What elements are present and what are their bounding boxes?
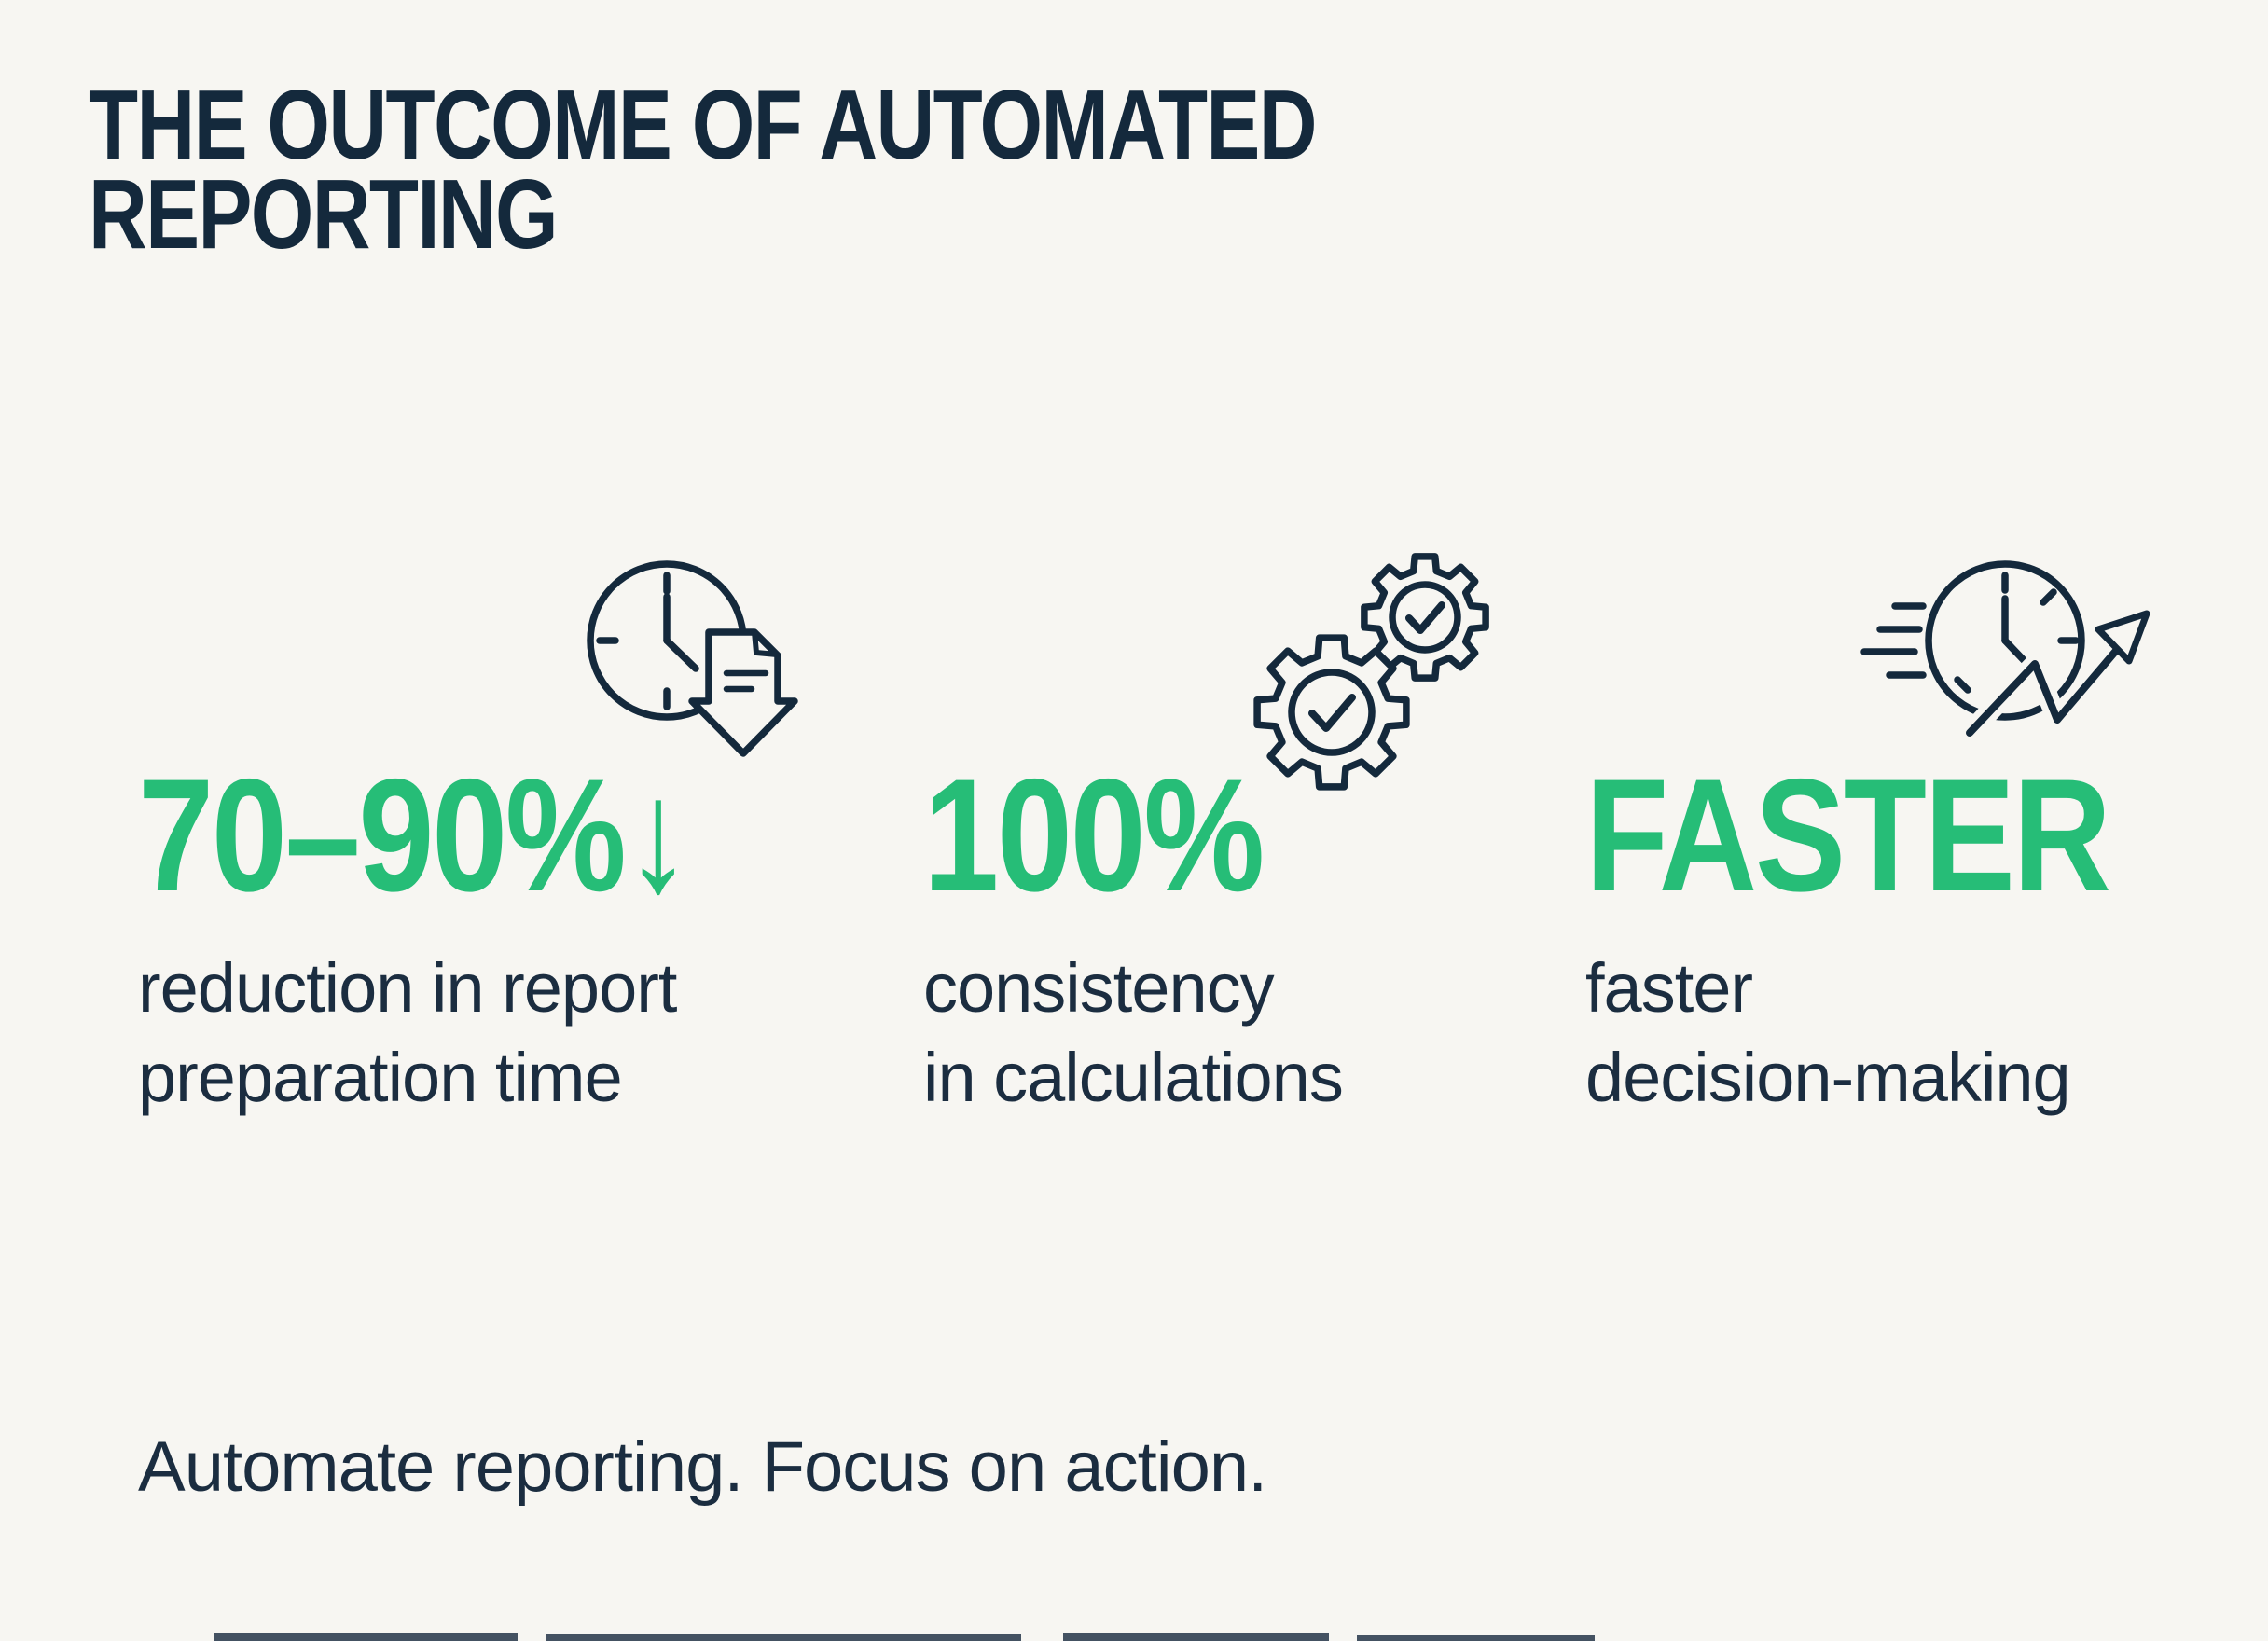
clock-face — [1925, 560, 2085, 721]
clock-document-down-arrow-icon — [587, 560, 798, 757]
checkmark — [1308, 694, 1356, 732]
cropped-content-segment — [1357, 1635, 1595, 1641]
checkmark — [1405, 601, 1445, 634]
cropped-content-segment — [1063, 1633, 1329, 1641]
footer-tagline: Automate reporting. Focus on action. — [138, 1427, 1267, 1507]
stat-label: faster decision-making — [1585, 949, 2071, 1116]
page-title: THE OUTCOME OF AUTOMATED REPORTING — [89, 70, 1318, 269]
growth-arrow — [1959, 610, 2150, 743]
gears-checkmarks-icon — [1253, 553, 1489, 791]
stat-value: 100% — [923, 746, 1265, 925]
stat-report-prep-reduction: 70–90%↓ reduction in report preparation … — [138, 755, 809, 1123]
stat-label: consistency in calculations — [923, 949, 1344, 1116]
speed-clock-growth-arrow-icon — [1860, 560, 2150, 743]
stat-decision-speed: FASTER faster decision-making — [1585, 755, 2164, 1123]
cropped-content-segment — [546, 1634, 1021, 1641]
stat-value: FASTER — [1585, 746, 2111, 925]
stat-value: 70–90%↓ — [138, 746, 692, 925]
cropped-content-segment — [214, 1633, 518, 1641]
stat-calculation-consistency: 100% consistency in calculations — [923, 755, 1483, 1123]
document-down-arrow — [688, 628, 798, 757]
cropped-bottom-edge — [0, 1632, 2268, 1641]
document-fold — [752, 631, 778, 657]
stat-label: reduction in report preparation time — [138, 949, 677, 1116]
gear — [1253, 634, 1410, 791]
gear — [1361, 553, 1489, 682]
